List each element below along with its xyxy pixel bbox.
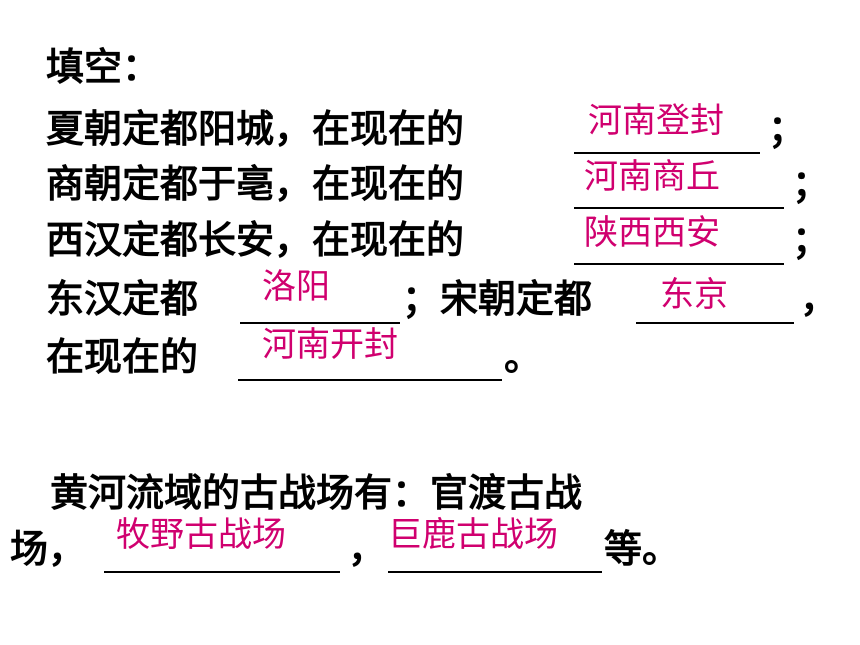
line-shang: 商朝定都于亳，在现在的 bbox=[46, 165, 464, 203]
blank-shang[interactable] bbox=[574, 207, 784, 209]
line-xia-prefix: 夏朝定都阳城，在现在的 bbox=[46, 107, 465, 151]
blank-song-now[interactable] bbox=[238, 379, 502, 381]
answer-xihan: 陕西西安 bbox=[584, 213, 720, 253]
blank-donghan[interactable] bbox=[240, 322, 400, 324]
battle-line2-suffix: 等。 bbox=[604, 527, 681, 571]
answer-battle1: 牧野古战场 bbox=[116, 515, 286, 555]
blank-battle1[interactable] bbox=[104, 571, 340, 573]
line-song-now-suffix: 。 bbox=[504, 335, 543, 379]
line-shang-prefix: 商朝定都于亳，在现在的 bbox=[46, 162, 465, 206]
line-donghan-prefix: 东汉定都 bbox=[46, 277, 199, 321]
heading: 填空： bbox=[46, 45, 161, 89]
line-xihan: 西汉定都长安，在现在的 bbox=[46, 221, 464, 259]
line-song-suffix: ， bbox=[800, 277, 839, 321]
line-xia-suffix: ； bbox=[768, 107, 807, 151]
answer-battle2: 巨鹿古战场 bbox=[388, 515, 558, 555]
battle-question-line1: 黄河流域的古战场有：官渡古战 bbox=[50, 471, 583, 515]
answer-donghan: 洛阳 bbox=[262, 267, 330, 307]
line-xia: 夏朝定都阳城，在现在的 bbox=[46, 110, 464, 148]
blank-xia[interactable] bbox=[574, 152, 760, 154]
line-song-now-prefix: 在现在的 bbox=[46, 335, 199, 379]
blank-xihan[interactable] bbox=[574, 263, 784, 265]
answer-xia: 河南登封 bbox=[588, 101, 724, 141]
line-xihan-suffix: ； bbox=[792, 218, 831, 262]
line-song-middle: ；宋朝定都 bbox=[402, 277, 593, 321]
line-shang-suffix: ； bbox=[792, 162, 831, 206]
blank-song[interactable] bbox=[636, 322, 794, 324]
battle-line2-prefix: 场， bbox=[10, 527, 87, 571]
blank-battle2[interactable] bbox=[388, 571, 602, 573]
battle-line2-middle: ， bbox=[348, 527, 387, 571]
answer-song-now: 河南开封 bbox=[262, 325, 398, 365]
answer-shang: 河南商丘 bbox=[584, 157, 720, 197]
line-xihan-prefix: 西汉定都长安，在现在的 bbox=[46, 218, 465, 262]
answer-song: 东京 bbox=[660, 275, 728, 315]
